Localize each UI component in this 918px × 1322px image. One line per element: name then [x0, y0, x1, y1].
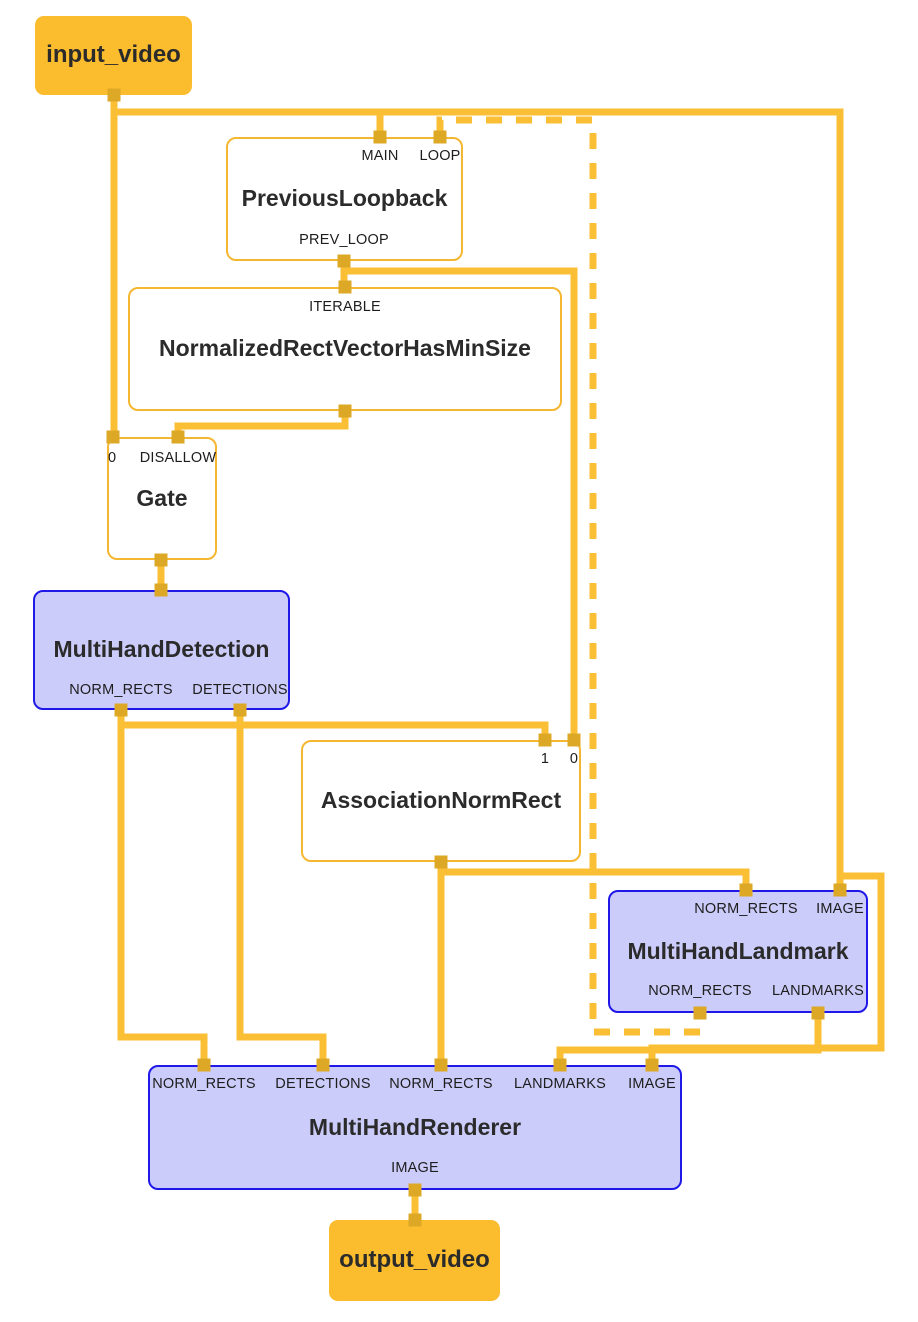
node-gate[interactable]: Gate	[107, 437, 217, 560]
port-association_norm_rect-output[interactable]	[434, 855, 448, 869]
port-gate-output[interactable]	[154, 553, 168, 567]
node-multi-hand-detection[interactable]: MultiHandDetection	[33, 590, 290, 710]
edge-multihanddetection-normrects-to-associationnormrect-1	[117, 710, 549, 740]
node-multi-hand-landmark[interactable]: MultiHandLandmark	[608, 890, 868, 1013]
port-previous_loopback-input-loop[interactable]	[433, 130, 447, 144]
port-input_video-output[interactable]	[107, 88, 121, 102]
port-association_norm_rect-input-1[interactable]	[538, 733, 552, 747]
edge-normalizedrect-to-gate-disallow	[174, 411, 349, 437]
node-previous-loopback-label: PreviousLoopback	[241, 185, 448, 212]
node-multi-hand-landmark-label: MultiHandLandmark	[627, 937, 849, 964]
node-previous-loopback[interactable]: PreviousLoopback	[226, 137, 463, 261]
edge-input_video-to-previousloopback-main	[110, 95, 384, 137]
port-gate-input-0[interactable]	[106, 430, 120, 444]
node-multi-hand-renderer-label: MultiHandRenderer	[308, 1113, 522, 1140]
port-association_norm_rect-input-0[interactable]	[567, 733, 581, 747]
node-gate-label: Gate	[136, 484, 188, 511]
port-multi_hand_detection-output-norm_rects[interactable]	[114, 703, 128, 717]
port-multi_hand_landmark-output-norm_rects[interactable]	[693, 1006, 707, 1020]
port-multi_hand_landmark-input-norm_rects[interactable]	[739, 883, 753, 897]
port-multi_hand_renderer-input-detections[interactable]	[316, 1058, 330, 1072]
node-output-video[interactable]: output_video	[329, 1220, 500, 1301]
port-output_video-input[interactable]	[408, 1213, 422, 1227]
node-output-video-label: output_video	[339, 1246, 490, 1274]
port-normalized_rect_vector_has_min_size-input-iterable[interactable]	[338, 280, 352, 294]
edge-multihanddetection-normrects-to-multihandrenderer-normrects	[117, 710, 208, 1065]
port-multi_hand_renderer-input-image[interactable]	[645, 1058, 659, 1072]
port-previous_loopback-input-main[interactable]	[373, 130, 387, 144]
node-association-norm-rect-label: AssociationNormRect	[320, 787, 562, 814]
port-multi_hand_renderer-input-norm_rects[interactable]	[434, 1058, 448, 1072]
node-multi-hand-detection-label: MultiHandDetection	[53, 636, 270, 663]
port-multi_hand_renderer-output-image[interactable]	[408, 1183, 422, 1197]
port-multi_hand_detection-output-detections[interactable]	[233, 703, 247, 717]
port-normalized_rect_vector_has_min_size-output[interactable]	[338, 404, 352, 418]
port-multi_hand_detection-input[interactable]	[154, 583, 168, 597]
port-multi_hand_renderer-input-landmarks[interactable]	[553, 1058, 567, 1072]
node-multi-hand-renderer[interactable]: MultiHandRenderer	[148, 1065, 682, 1190]
port-multi_hand_landmark-input-image[interactable]	[833, 883, 847, 897]
node-input-video-label: input_video	[46, 41, 181, 69]
node-normalized-rect-vector-has-min-size-label: NormalizedRectVectorHasMinSize	[159, 335, 531, 362]
node-input-video[interactable]: input_video	[35, 16, 192, 95]
port-previous_loopback-output-prev_loop[interactable]	[337, 254, 351, 268]
edge-multihandlandmark-landmarks-to-multihandrenderer-landmarks	[556, 1013, 822, 1065]
port-gate-input-disallow[interactable]	[171, 430, 185, 444]
port-multi_hand_landmark-output-landmarks[interactable]	[811, 1006, 825, 1020]
node-normalized-rect-vector-has-min-size[interactable]: NormalizedRectVectorHasMinSize	[128, 287, 562, 411]
edge-associationnormrect-to-multihandlandmark-normrects	[441, 868, 750, 890]
node-association-norm-rect[interactable]: AssociationNormRect	[301, 740, 581, 862]
port-multi_hand_renderer-input-norm_rects[interactable]	[197, 1058, 211, 1072]
